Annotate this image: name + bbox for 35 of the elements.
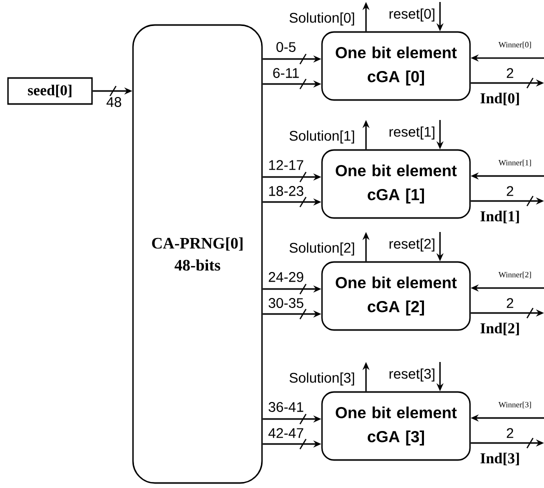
generator-block: CA-PRNG[0] 48-bits [132,24,263,484]
edge-label: 36-41 [267,401,305,413]
edge-label: Solution[3] [288,371,356,387]
signal-label: Ind[2] [480,322,519,336]
element-block: One bit element cGA [0] [321,31,471,101]
edge-label: 24-29 [267,271,305,283]
edge-label: 18-23 [267,185,305,197]
edge-label: 42-47 [267,427,305,439]
edge-label: Winner[3] [498,400,532,410]
edge-label: reset[2] [388,237,436,253]
element-block: One bit element cGA [3] [321,391,471,461]
edge-label: 2 [505,185,515,197]
edge-label: Solution[2] [288,241,356,257]
edge-label: 0-5 [274,41,298,53]
edge-label: 2 [505,427,515,439]
input-box: seed[0] [7,77,93,105]
edge-label: Winner[0] [498,40,532,50]
edge-label: 30-35 [267,297,305,309]
signal-label: Ind[0] [480,92,519,106]
element-block: One bit element cGA [2] [321,261,471,331]
edge-label: 48 [105,96,123,108]
edge-label: reset[0] [388,7,436,23]
edge-label: Winner[1] [498,158,532,168]
signal-label: Ind[3] [480,452,519,466]
edge-label: Solution[0] [288,11,356,27]
edge-label: Winner[2] [498,270,532,280]
edge-label: 2 [505,67,515,79]
edge-label: 12-17 [267,159,305,171]
edge-label: Solution[1] [288,129,356,145]
signal-label: Ind[1] [480,210,519,224]
edge-label: reset[1] [388,125,436,141]
edge-label: 6-11 [272,67,300,79]
element-block: One bit element cGA [1] [321,149,471,219]
edge-label: reset[3] [388,367,436,383]
edge-label: 2 [505,297,515,309]
